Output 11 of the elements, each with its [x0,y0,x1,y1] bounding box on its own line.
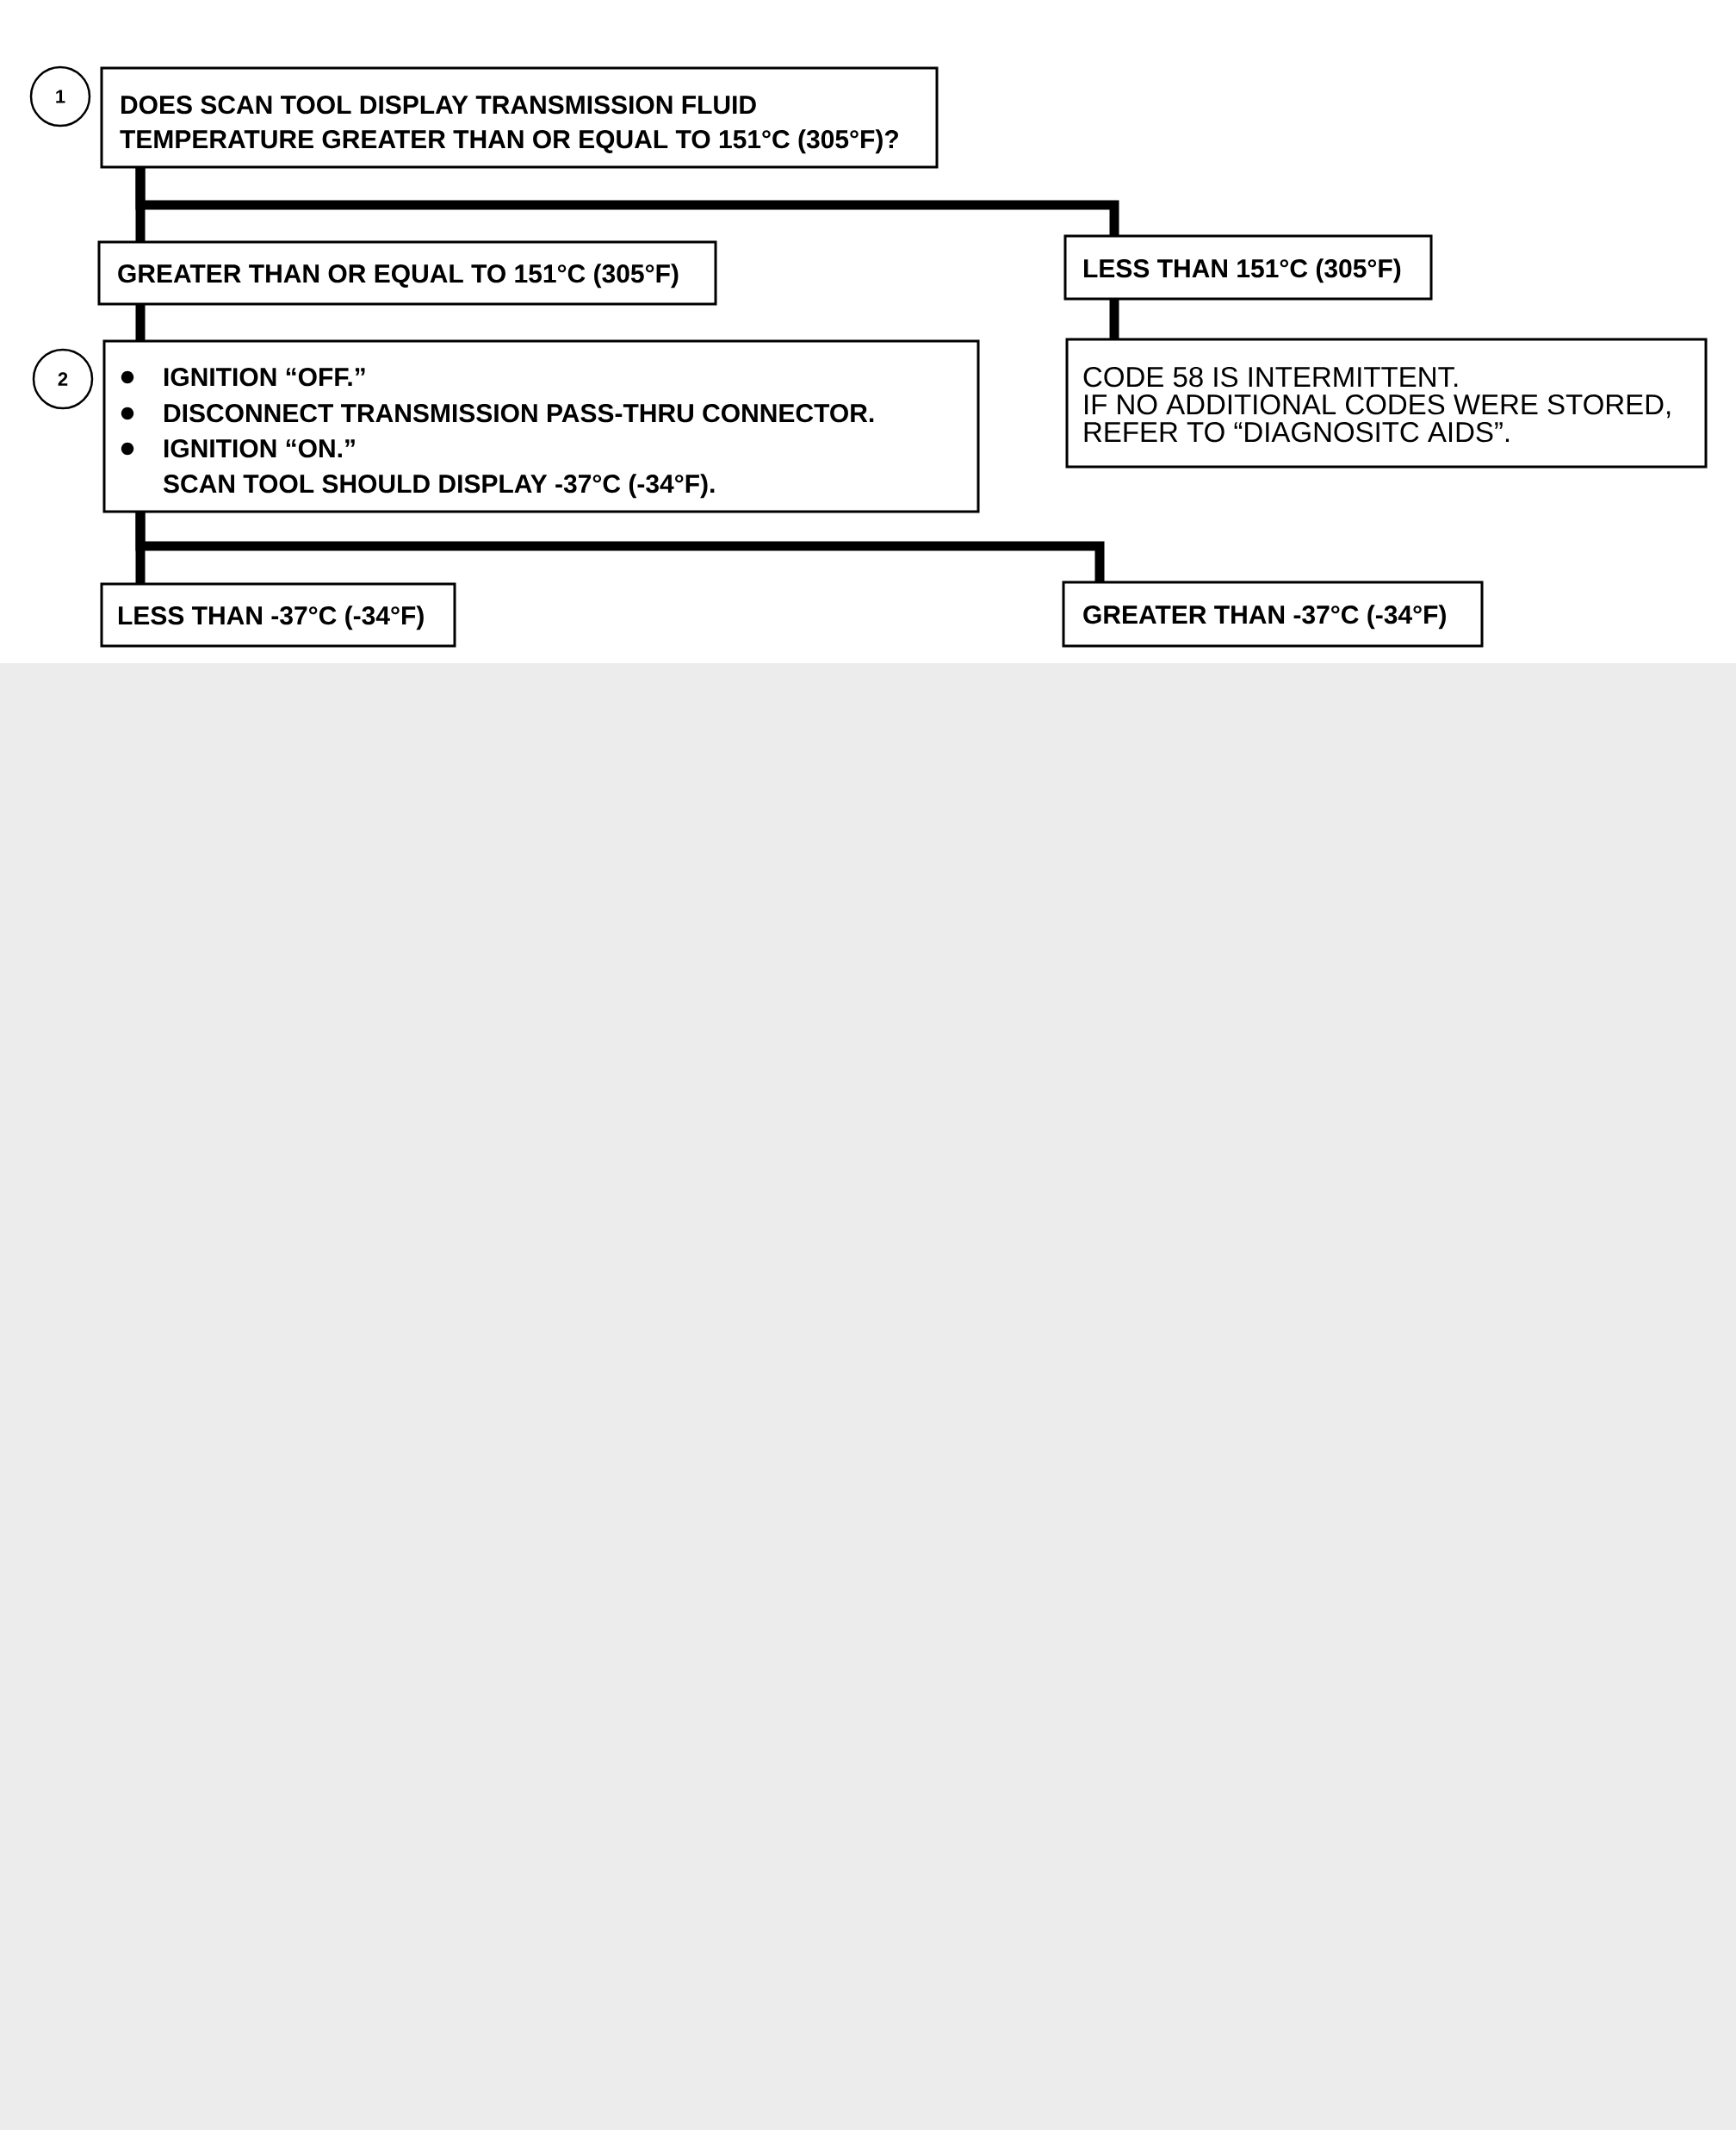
result-box: LESS THAN -37°C (-34°F) [100,582,456,648]
connector-line [1109,299,1119,339]
result-box: LESS THAN 151°C (305°F) [1063,234,1433,301]
question-box: DOES SCAN TOOL DISPLAY TRANSMISSION FLUID TEMPERATURE GREATER THAN OR EQUAL TO 151°C (305°F)? [100,66,939,169]
connector-line [135,512,1105,582]
note-box: CODE 58 IS INTERMITTENT. IF NO ADDITIONAL CODES WERE STORED, REFER TO “DIAGNOSITC AIDS”. [1065,338,1708,469]
result-box: GREATER THAN OR EQUAL TO 151°C (305°F) [97,240,717,306]
result-box: GREATER THAN -37°C (-34°F) [1062,581,1484,648]
connector-line [135,167,1119,236]
instruction-box: IGNITION “OFF.” DISCONNECT TRANSMISSION PASS-THRU CONNECTOR. IGNITION “ON.” SCAN TOOL SHOULD DISPLAY -37°C (-34°F). [102,339,980,513]
connector-line [135,304,146,341]
